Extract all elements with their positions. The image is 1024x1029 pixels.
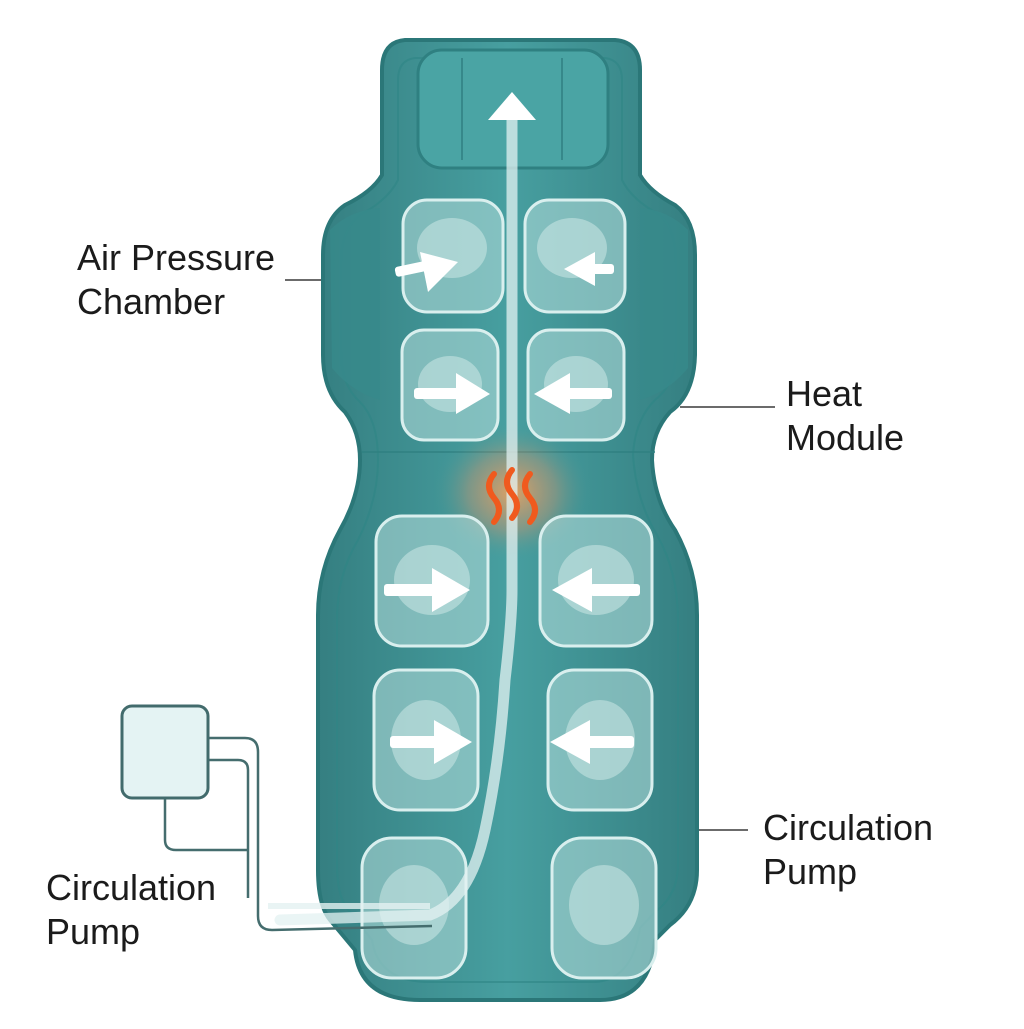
pump-hose-outer xyxy=(208,736,433,932)
pressure-arrows xyxy=(384,252,640,764)
right-bolster xyxy=(640,208,688,400)
pump-hoses xyxy=(163,736,433,932)
airflow-arrow-icon xyxy=(390,720,472,764)
pump-hose-lower xyxy=(163,798,248,852)
label-line: Module xyxy=(786,417,905,458)
label-circulation-pump-left: Circulation Pump xyxy=(46,866,216,954)
label-circulation-pump-right: Circulation Pump xyxy=(763,806,933,894)
chamber-highlight xyxy=(569,865,639,945)
label-line: Heat xyxy=(786,373,863,414)
chamber-highlight xyxy=(558,545,634,615)
airflow-arrow-icon xyxy=(534,373,612,414)
central-air-tube xyxy=(274,112,518,926)
airflow-arrow-icon xyxy=(384,568,470,612)
label-line: Air Pressure xyxy=(77,237,276,278)
pump-box-icon xyxy=(120,704,210,800)
left-bolster xyxy=(330,208,380,400)
airflow-arrow-icon xyxy=(552,568,640,612)
airflow-arrow-icon xyxy=(550,720,634,764)
label-line: Pump xyxy=(46,911,141,952)
label-heat-module: Heat Module xyxy=(786,372,904,460)
label-line: Chamber xyxy=(77,281,226,322)
label-line: Pump xyxy=(763,851,858,892)
heat-waves-icon xyxy=(486,467,538,525)
label-line: Circulation xyxy=(46,867,217,908)
airflow-arrow-icon xyxy=(488,92,536,120)
airflow-arrow-icon xyxy=(394,252,458,292)
label-air-pressure-chamber: Air Pressure Chamber xyxy=(77,236,275,324)
airflow-arrow-icon xyxy=(414,373,490,414)
airflow-arrow-icon xyxy=(564,252,614,286)
label-line: Circulation xyxy=(763,807,934,848)
pump-hose-inner xyxy=(208,758,250,898)
